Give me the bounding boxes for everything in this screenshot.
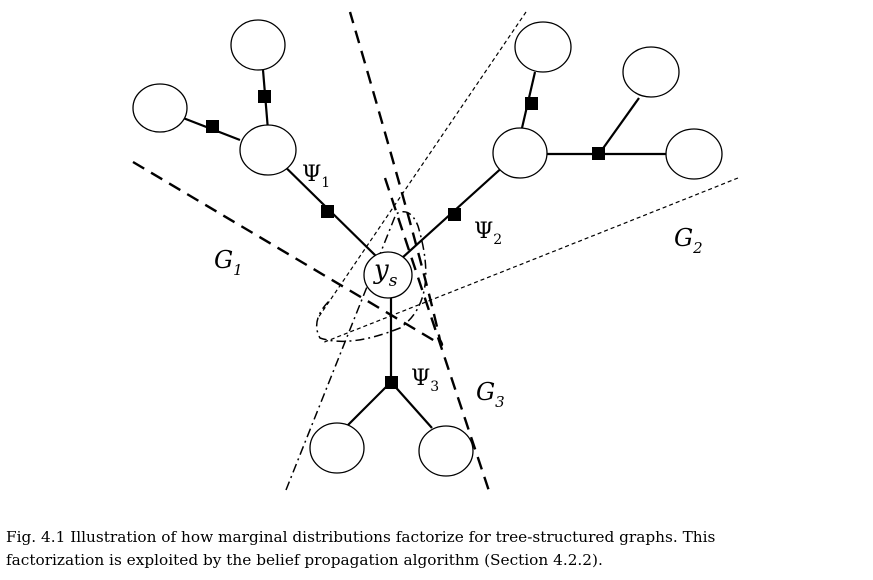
- variable-node: [230, 19, 286, 71]
- label-psi2: Ψ2: [474, 219, 502, 248]
- label-ys: ys: [373, 255, 398, 291]
- variable-node: [418, 425, 474, 477]
- label-g3: G3: [476, 378, 505, 411]
- label-psi1: Ψ1: [302, 162, 330, 191]
- variable-node: [132, 83, 188, 133]
- edge-bottom-factor-right: [390, 381, 433, 429]
- factor-node-psi2: [448, 208, 461, 221]
- factor-node: [206, 120, 219, 133]
- cut-line-g2-upper: [317, 11, 527, 319]
- factor-node-psi1: [321, 205, 334, 218]
- factor-node: [592, 147, 605, 160]
- label-g1: G1: [214, 246, 243, 279]
- caption-line-1: Fig. 4.1 Illustration of how marginal di…: [6, 528, 716, 546]
- factor-node-psi3: [385, 376, 398, 389]
- variable-node: [239, 124, 297, 176]
- variable-node-ys: [363, 251, 413, 299]
- figure-caption: Fig. 4.1 Illustration of how marginal di…: [6, 526, 868, 572]
- edge-bottom-factor-left: [347, 381, 392, 426]
- variable-node: [514, 21, 572, 73]
- variable-node: [665, 128, 723, 180]
- factor-graph-figure: Ψ1 Ψ2 Ψ3 G1 G2 G3 ys: [132, 11, 739, 495]
- label-g2: G2: [674, 224, 703, 257]
- caption-line-2: factorization is exploited by the belief…: [6, 551, 603, 569]
- edge-factor-right-upper: [598, 97, 640, 155]
- variable-node: [622, 46, 680, 98]
- variable-node: [309, 422, 365, 474]
- cut-line-g1-g3: [132, 11, 444, 347]
- cut-line-g1-g3-lower: [383, 177, 492, 495]
- edge-ys-right-hub: [401, 154, 517, 259]
- cut-line-g3: [285, 211, 427, 491]
- label-psi3: Ψ3: [411, 366, 439, 395]
- cut-line-g2-lower: [321, 177, 739, 344]
- factor-node: [525, 97, 538, 110]
- factor-node: [258, 90, 271, 103]
- variable-node: [492, 127, 548, 179]
